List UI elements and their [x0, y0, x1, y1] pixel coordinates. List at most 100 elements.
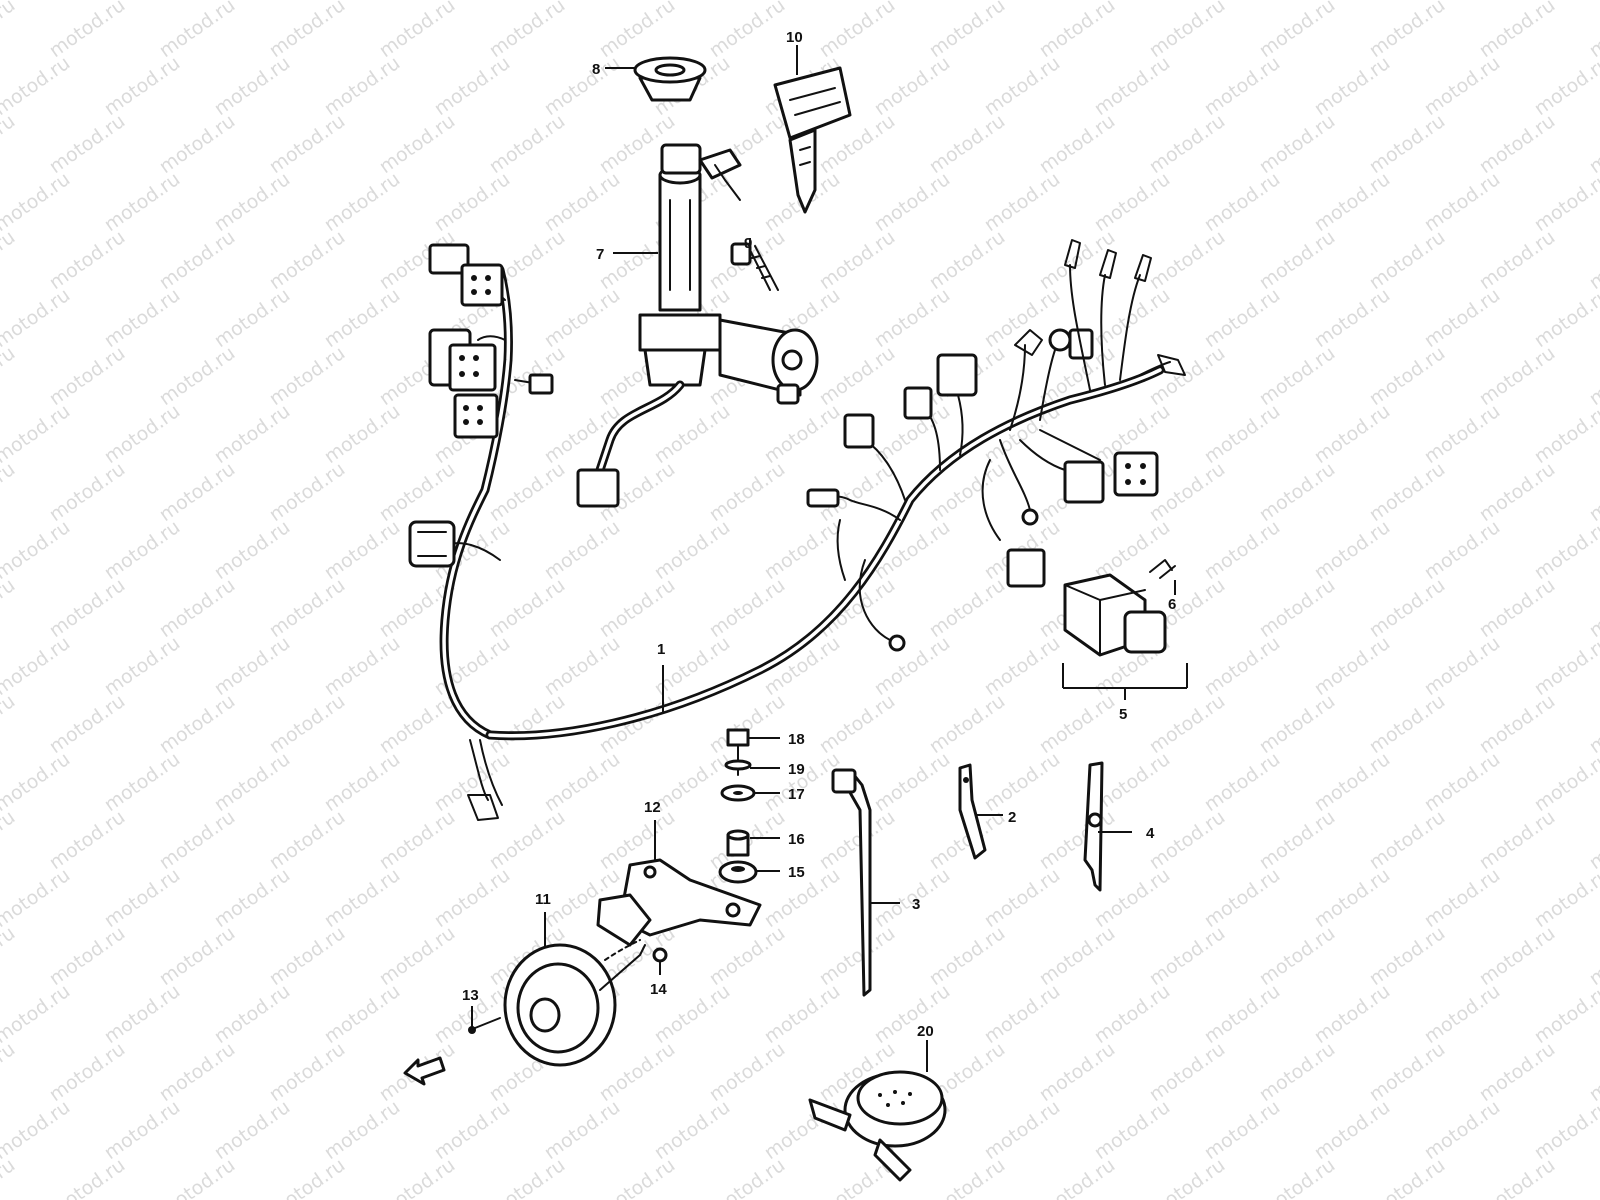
callout-14: 14 — [650, 981, 667, 998]
watermark-text: motod.ru — [1365, 458, 1449, 526]
watermark-text: motod.ru — [375, 690, 459, 758]
watermark-text: motod.ru — [100, 52, 184, 120]
watermark-text: motod.ru — [265, 922, 349, 990]
callout-13: 13 — [462, 987, 479, 1004]
watermark-text: motod.ru — [155, 110, 239, 178]
watermark-text: motod.ru — [210, 284, 294, 352]
watermark-text: motod.ru — [155, 806, 239, 874]
watermark-text: motod.ru — [320, 980, 404, 1048]
watermark-text: motod.ru — [1420, 52, 1504, 120]
front-arrow-icon — [403, 1056, 446, 1086]
watermark-text: motod.ru — [0, 284, 74, 352]
watermark-text: motod.ru — [1035, 806, 1119, 874]
watermark-text: motod.ru — [45, 458, 129, 526]
watermark-text: motod.ru — [1200, 284, 1284, 352]
watermark-text: motod.ru — [760, 1096, 844, 1164]
callout-9: 9 — [744, 235, 752, 252]
watermark-text: motod.ru — [980, 1096, 1064, 1164]
watermark-text: motod.ru — [1420, 1096, 1504, 1164]
watermark-text: motod.ru — [265, 806, 349, 874]
watermark-text: motod.ru — [155, 1038, 239, 1106]
callout-16: 16 — [788, 831, 805, 848]
watermark-text: motod.ru — [815, 342, 899, 410]
watermark-text: motod.ru — [155, 342, 239, 410]
watermark-text: motod.ru — [430, 52, 514, 120]
watermark-text: motod.ru — [1200, 1096, 1284, 1164]
watermark-text: motod.ru — [45, 110, 129, 178]
watermark-text: motod.ru — [265, 110, 349, 178]
watermark-text: motod.ru — [1255, 110, 1339, 178]
watermark-text: motod.ru — [980, 168, 1064, 236]
watermark-text: motod.ru — [265, 0, 349, 62]
watermark-text: motod.ru — [650, 516, 734, 584]
watermark-text: motod.ru — [320, 400, 404, 468]
watermark-text: motod.ru — [815, 690, 899, 758]
watermark-text: motod.ru — [155, 1154, 239, 1200]
watermark-text: motod.ru — [0, 806, 19, 874]
watermark-text: motod.ru — [1530, 168, 1600, 236]
watermark-text: motod.ru — [650, 748, 734, 816]
watermark-text: motod.ru — [1420, 632, 1504, 700]
watermark-text: motod.ru — [100, 168, 184, 236]
watermark-text: motod.ru — [1475, 1154, 1559, 1200]
watermark-text: motod.ru — [705, 574, 789, 642]
watermark-text: motod.ru — [815, 0, 899, 62]
watermark-text: motod.ru — [100, 284, 184, 352]
watermark-text: motod.ru — [0, 574, 19, 642]
watermark-text: motod.ru — [1585, 0, 1600, 62]
watermark-text: motod.ru — [375, 1154, 459, 1200]
watermark-text: motod.ru — [1585, 458, 1600, 526]
watermark-text: motod.ru — [0, 458, 19, 526]
watermark-text: motod.ru — [210, 168, 294, 236]
watermark-text: motod.ru — [1200, 52, 1284, 120]
callout-15: 15 — [788, 864, 805, 881]
callout-20: 20 — [917, 1023, 934, 1040]
watermark-text: motod.ru — [1035, 1154, 1119, 1200]
watermark-text: motod.ru — [210, 52, 294, 120]
watermark-text: motod.ru — [210, 980, 294, 1048]
watermark-text: motod.ru — [1475, 574, 1559, 642]
watermark-text: motod.ru — [760, 980, 844, 1048]
watermark-text: motod.ru — [1530, 632, 1600, 700]
watermark-text: motod.ru — [925, 922, 1009, 990]
watermark-text: motod.ru — [0, 0, 19, 62]
watermark-text: motod.ru — [320, 284, 404, 352]
watermark-text: motod.ru — [1145, 1038, 1229, 1106]
watermark-text: motod.ru — [1420, 980, 1504, 1048]
watermark-text: motod.ru — [45, 226, 129, 294]
watermark-text: motod.ru — [375, 0, 459, 62]
callout-6: 6 — [1168, 596, 1176, 613]
watermark-text: motod.ru — [320, 864, 404, 932]
watermark-text: motod.ru — [1585, 110, 1600, 178]
watermark-text: motod.ru — [870, 748, 954, 816]
watermark-text: motod.ru — [0, 690, 19, 758]
watermark-text: motod.ru — [320, 52, 404, 120]
watermark-text: motod.ru — [210, 632, 294, 700]
watermark-text: motod.ru — [0, 1038, 19, 1106]
watermark-text: motod.ru — [1035, 1038, 1119, 1106]
watermark-text: motod.ru — [1255, 690, 1339, 758]
watermark-text: motod.ru — [925, 226, 1009, 294]
watermark-text: motod.ru — [1310, 284, 1394, 352]
watermark-text: motod.ru — [1365, 1154, 1449, 1200]
watermark-text: motod.ru — [0, 980, 74, 1048]
watermark-text: motod.ru — [980, 52, 1064, 120]
watermark-text: motod.ru — [265, 226, 349, 294]
watermark-text: motod.ru — [0, 748, 74, 816]
clamp-parts — [831, 761, 1104, 997]
watermark-text: motod.ru — [870, 52, 954, 120]
watermark-text: motod.ru — [210, 864, 294, 932]
watermark-text: motod.ru — [1145, 110, 1229, 178]
watermark-text: motod.ru — [595, 1154, 679, 1200]
watermark-text: motod.ru — [1145, 226, 1229, 294]
watermark-text: motod.ru — [1475, 806, 1559, 874]
watermark-text: motod.ru — [1365, 0, 1449, 62]
watermark-text: motod.ru — [1420, 400, 1504, 468]
watermark-text: motod.ru — [1475, 690, 1559, 758]
watermark-text: motod.ru — [1475, 110, 1559, 178]
callout-10: 10 — [786, 29, 803, 46]
watermark-text: motod.ru — [375, 458, 459, 526]
watermark-text: motod.ru — [100, 748, 184, 816]
watermark-text: motod.ru — [1145, 806, 1229, 874]
watermark-text: motod.ru — [1475, 922, 1559, 990]
